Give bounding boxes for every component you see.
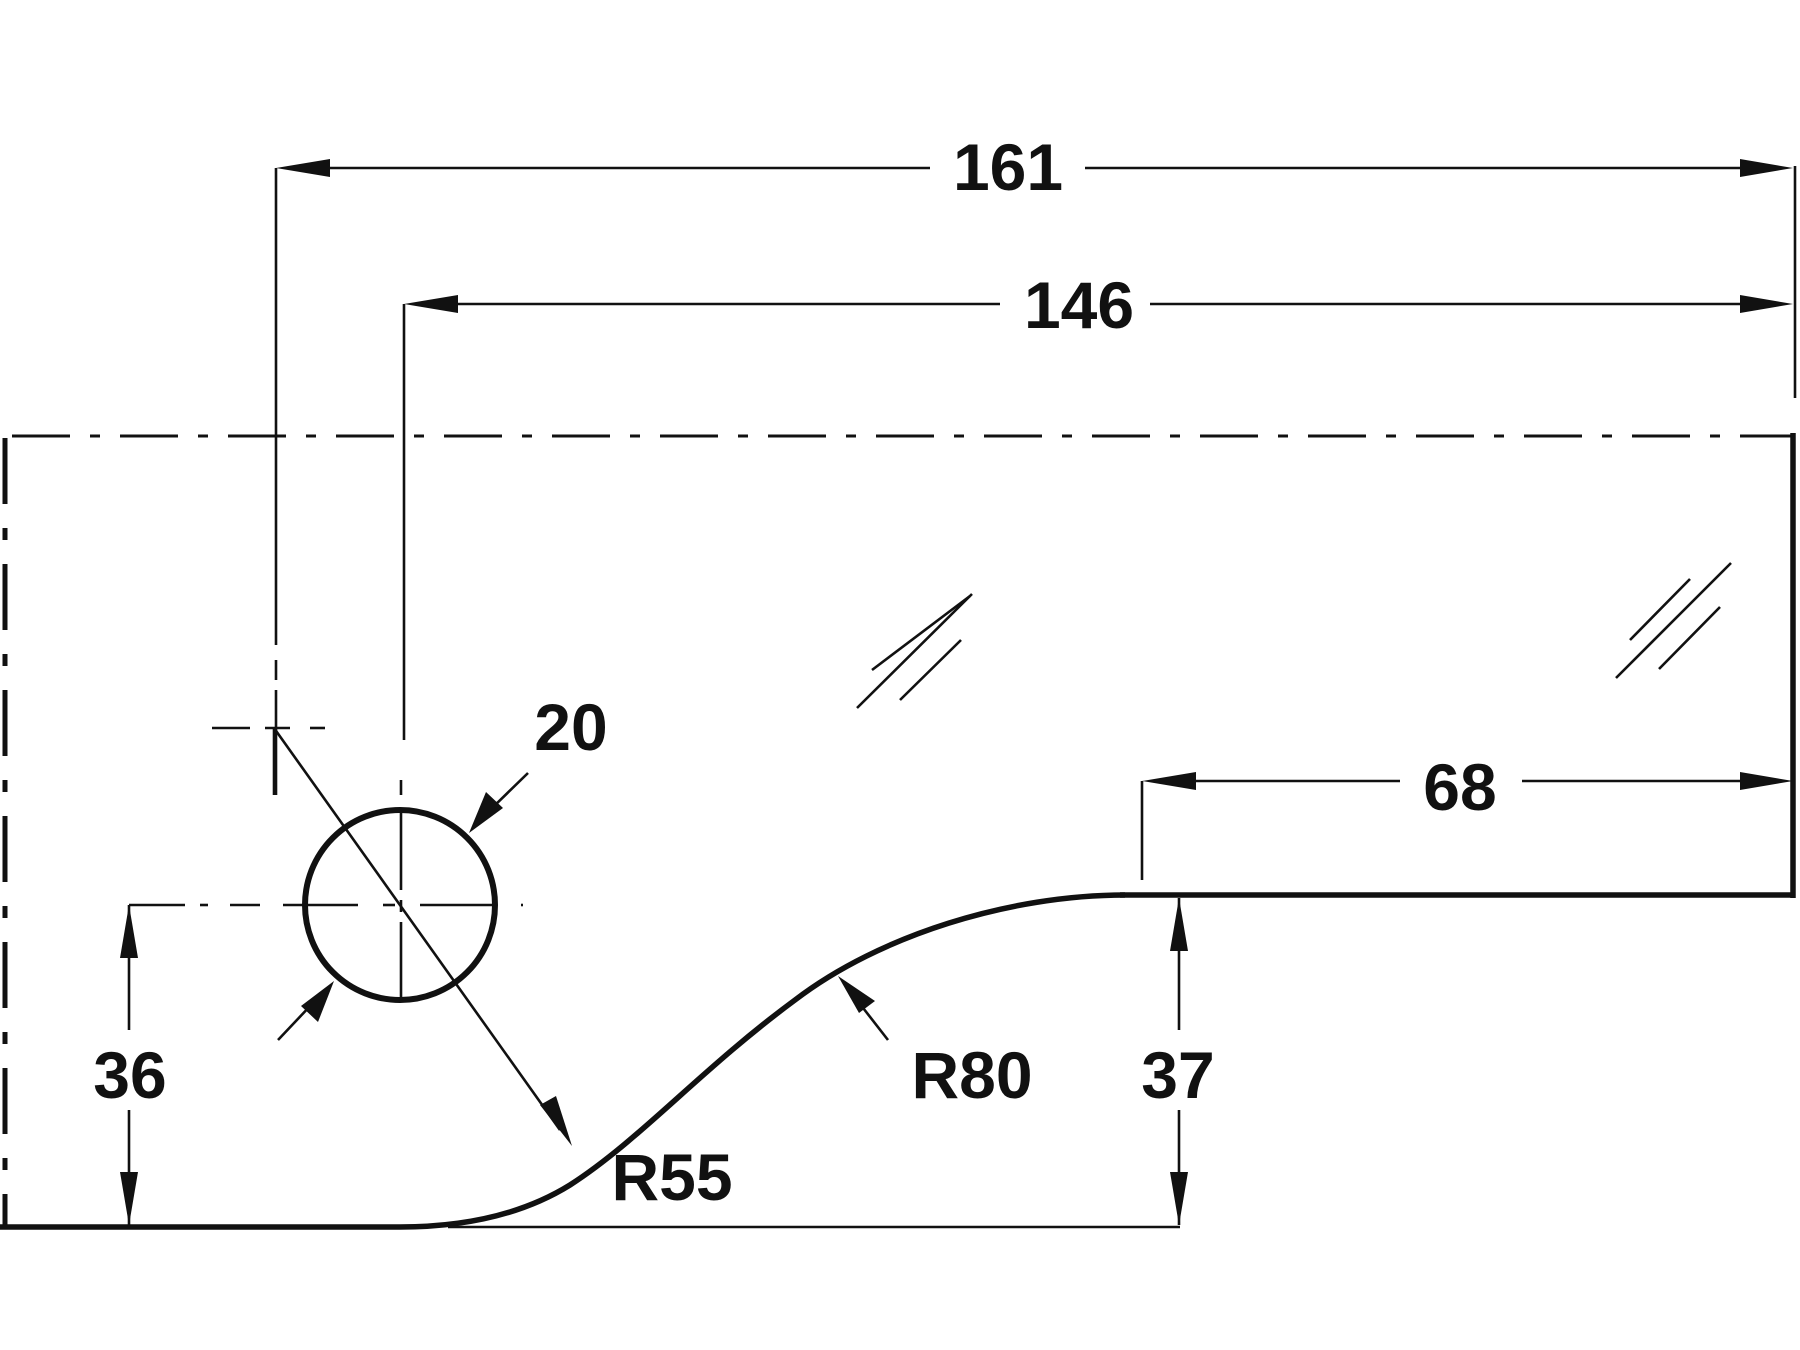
r55-leader-line <box>272 727 562 1131</box>
glass-panel-outline <box>0 433 1796 1230</box>
dimension-label-r55: R55 <box>611 1140 732 1214</box>
dimension-161: 161 <box>274 130 1797 795</box>
glass-hatch-icon <box>856 593 973 709</box>
arrow-icon <box>1740 772 1793 790</box>
dimension-label-r80: R80 <box>911 1038 1032 1112</box>
dimension-label-68: 68 <box>1423 750 1496 824</box>
arrow-icon <box>120 905 138 958</box>
arrow-icon <box>301 981 334 1022</box>
arrow-icon <box>1142 772 1196 790</box>
dimension-label-37: 37 <box>1141 1038 1214 1112</box>
arrow-icon <box>469 792 503 833</box>
radius-r80: R80 <box>838 976 1033 1112</box>
arrow-icon <box>120 1172 138 1225</box>
r80-leader-line <box>858 1003 890 1041</box>
dimension-36: 36 <box>93 903 260 1227</box>
dimension-label-161: 161 <box>953 130 1063 204</box>
glass-hatch-icon <box>1615 562 1732 679</box>
arrow-icon <box>1740 295 1793 313</box>
arrow-icon <box>838 976 875 1013</box>
dimension-label-146: 146 <box>1024 268 1134 342</box>
hole <box>283 780 523 1003</box>
arrow-icon <box>1740 159 1793 177</box>
dimension-68: 68 <box>1140 750 1793 880</box>
dimension-label-36: 36 <box>93 1038 166 1112</box>
dimension-20: 20 <box>277 690 608 1041</box>
radius-r55: R55 <box>212 726 733 1214</box>
arrow-icon <box>404 295 458 313</box>
notch-profile-curve <box>0 892 1126 1230</box>
arrow-icon <box>276 159 330 177</box>
dimension-label-20: 20 <box>534 690 607 764</box>
arrow-icon <box>1170 898 1188 951</box>
dimension-37: 37 <box>448 898 1215 1229</box>
arrow-icon <box>1170 1172 1188 1225</box>
arrow-icon <box>540 1096 572 1146</box>
dimension-146: 146 <box>402 268 1793 740</box>
